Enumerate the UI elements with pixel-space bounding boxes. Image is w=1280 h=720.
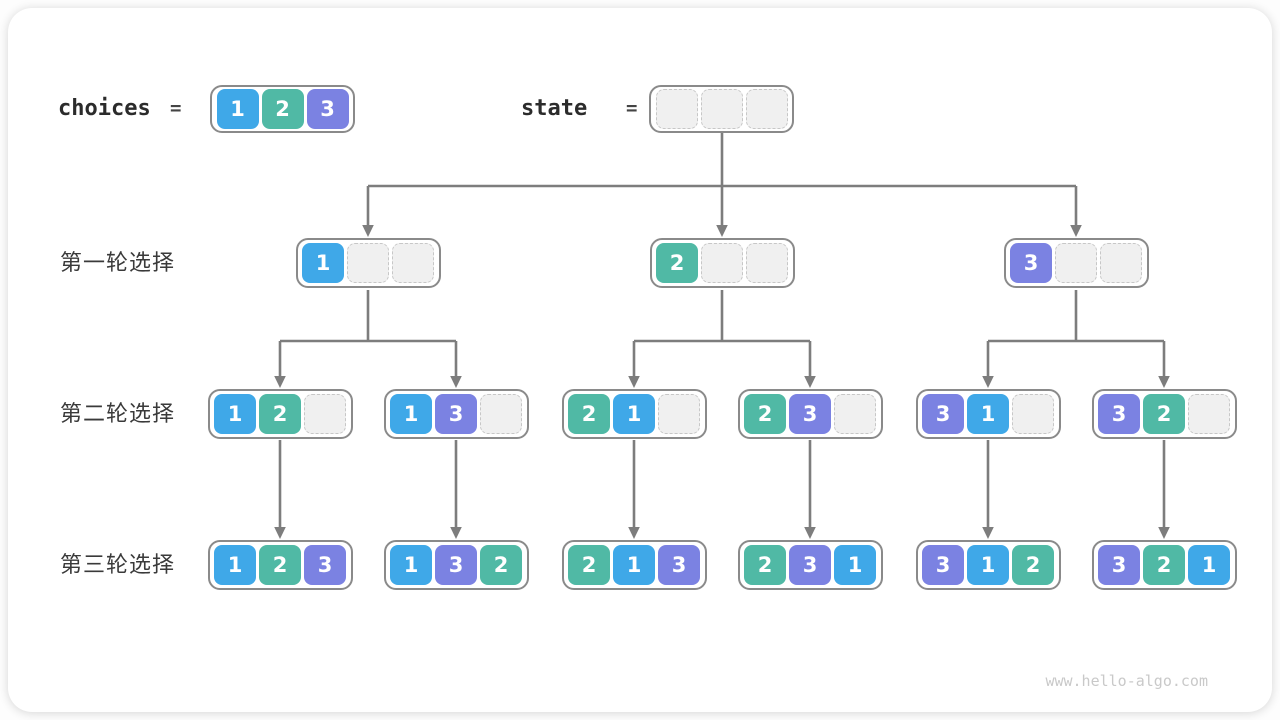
value-cell-3: 3 bbox=[1098, 545, 1140, 585]
figure-card bbox=[8, 8, 1272, 712]
value-cell-3: 3 bbox=[789, 394, 831, 434]
state-node-round1-3xx: 3 bbox=[1003, 238, 1149, 288]
value-cell-1: 1 bbox=[390, 545, 432, 585]
value-cell-2: 2 bbox=[568, 394, 610, 434]
empty-slot-cell bbox=[658, 394, 700, 434]
empty-slot-cell bbox=[1012, 394, 1054, 434]
empty-slot-cell bbox=[480, 394, 522, 434]
empty-slot-cell bbox=[746, 243, 788, 283]
round-2-label: 第二轮选择 bbox=[60, 401, 176, 426]
value-cell-3: 3 bbox=[306, 89, 349, 129]
empty-slot-cell bbox=[745, 89, 788, 129]
value-cell-3: 3 bbox=[922, 545, 964, 585]
empty-slot-cell bbox=[392, 243, 434, 283]
choices-label: choices bbox=[58, 96, 151, 121]
value-cell-3: 3 bbox=[435, 394, 477, 434]
value-cell-2: 2 bbox=[744, 545, 786, 585]
value-cell-1: 1 bbox=[613, 545, 655, 585]
choices-equals-sign: = bbox=[170, 97, 182, 119]
state-label: state bbox=[521, 96, 588, 121]
value-cell-2: 2 bbox=[1143, 545, 1185, 585]
value-cell-2: 2 bbox=[1143, 394, 1185, 434]
value-cell-2: 2 bbox=[568, 545, 610, 585]
state-node-round1-1xx: 1 bbox=[295, 238, 441, 288]
value-cell-3: 3 bbox=[435, 545, 477, 585]
value-cell-1: 1 bbox=[967, 394, 1009, 434]
value-cell-1: 1 bbox=[613, 394, 655, 434]
empty-slot-cell bbox=[834, 394, 876, 434]
state-node-round1-2xx: 2 bbox=[649, 238, 795, 288]
value-cell-1: 1 bbox=[967, 545, 1009, 585]
value-cell-3: 3 bbox=[1098, 394, 1140, 434]
value-cell-1: 1 bbox=[216, 89, 259, 129]
value-cell-2: 2 bbox=[261, 89, 304, 129]
value-cell-3: 3 bbox=[1010, 243, 1052, 283]
watermark-url: www.hello-algo.com bbox=[1045, 672, 1208, 690]
empty-slot-cell bbox=[701, 243, 743, 283]
empty-slot-cell bbox=[347, 243, 389, 283]
empty-slot-cell bbox=[655, 89, 698, 129]
empty-slot-cell bbox=[1100, 243, 1142, 283]
value-cell-1: 1 bbox=[214, 545, 256, 585]
value-cell-3: 3 bbox=[304, 545, 346, 585]
value-cell-1: 1 bbox=[390, 394, 432, 434]
value-cell-3: 3 bbox=[789, 545, 831, 585]
empty-slot-cell bbox=[700, 89, 743, 129]
value-cell-2: 2 bbox=[259, 394, 301, 434]
value-cell-2: 2 bbox=[656, 243, 698, 283]
empty-slot-cell bbox=[304, 394, 346, 434]
empty-slot-cell bbox=[1055, 243, 1097, 283]
value-cell-3: 3 bbox=[658, 545, 700, 585]
value-cell-2: 2 bbox=[1012, 545, 1054, 585]
value-cell-1: 1 bbox=[302, 243, 344, 283]
value-cell-2: 2 bbox=[259, 545, 301, 585]
value-cell-2: 2 bbox=[744, 394, 786, 434]
value-cell-1: 1 bbox=[1188, 545, 1230, 585]
round-3-label: 第三轮选择 bbox=[60, 552, 176, 577]
state-array bbox=[649, 85, 794, 133]
round-1-label: 第一轮选择 bbox=[60, 250, 176, 275]
state-equals-sign: = bbox=[626, 97, 638, 119]
value-cell-1: 1 bbox=[834, 545, 876, 585]
value-cell-3: 3 bbox=[922, 394, 964, 434]
value-cell-2: 2 bbox=[480, 545, 522, 585]
value-cell-1: 1 bbox=[214, 394, 256, 434]
empty-slot-cell bbox=[1188, 394, 1230, 434]
